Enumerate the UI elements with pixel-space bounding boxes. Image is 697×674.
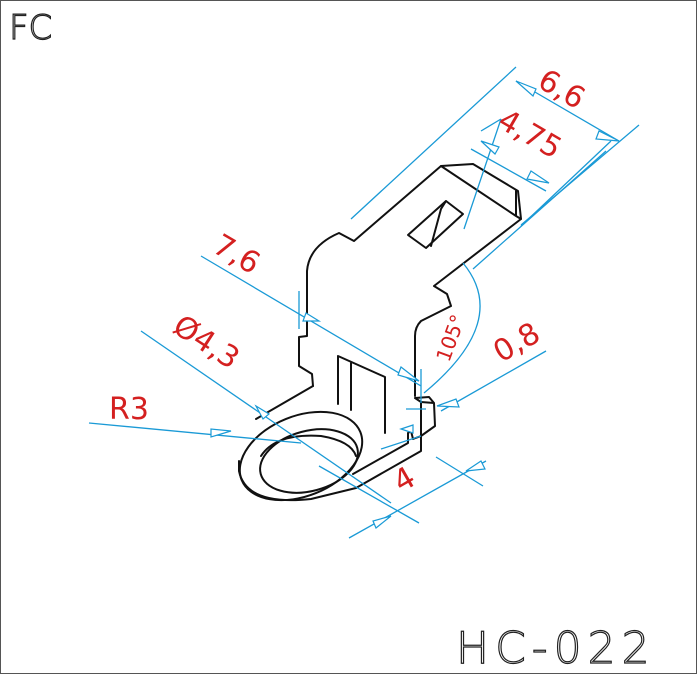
dim-radius: R3 [109,392,149,427]
tab-window [407,200,464,249]
tab-top-edge [440,165,522,220]
slot [337,355,386,434]
dim-thickness: 0,8 [488,316,547,370]
title-text: FC [9,8,52,48]
dim-overall-width: 6,6 [532,63,591,117]
dim-bend-angle: 105° [431,311,470,364]
front-tab [414,396,436,437]
dim-hole-diameter: Ø4,3 [167,308,246,376]
hole-inner-edge [260,434,357,457]
dim-tab-width: 4,75 [492,103,567,167]
dim-base-width: 4 [388,460,422,500]
ring-outer-top [238,410,364,502]
hole [259,428,359,494]
part-number: HC-022 [456,623,656,673]
dimension-lines [88,66,640,539]
dim-length: 7,6 [207,228,266,282]
upper-tab-outline [298,163,522,397]
ring-outer-bottom [238,460,357,502]
